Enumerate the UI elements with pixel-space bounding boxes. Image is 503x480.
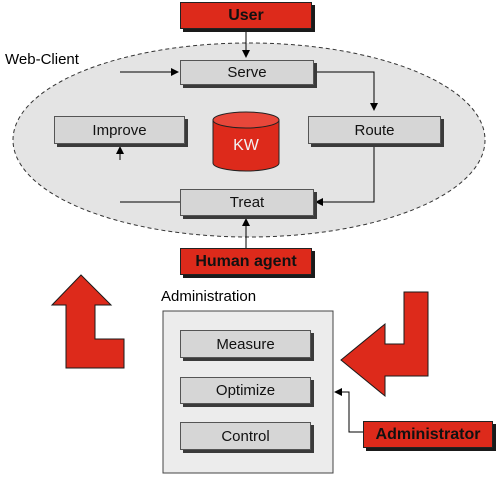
administrator-box: Administrator — [363, 421, 493, 448]
kw-label: KW — [233, 137, 259, 154]
improve-box: Improve — [54, 116, 185, 144]
measure-box: Measure — [180, 330, 311, 358]
kw-database-icon — [212, 111, 280, 172]
control-arrow-right — [340, 291, 429, 398]
serve-box: Serve — [180, 60, 314, 85]
route-box: Route — [308, 116, 441, 144]
feedback-arrow-left — [50, 274, 125, 369]
route-to-treat-arrow — [315, 144, 375, 206]
user-box: User — [180, 2, 312, 29]
administration-title: Administration — [161, 288, 257, 305]
serve-to-route-arrow — [314, 71, 378, 111]
control-box: Control — [180, 422, 311, 450]
human-agent-box: Human agent — [180, 248, 312, 275]
administrator-to-panel-arrow — [334, 388, 363, 433]
optimize-box: Optimize — [180, 377, 311, 404]
web-client-title: Web-Client — [5, 51, 79, 68]
treat-box: Treat — [180, 189, 314, 216]
